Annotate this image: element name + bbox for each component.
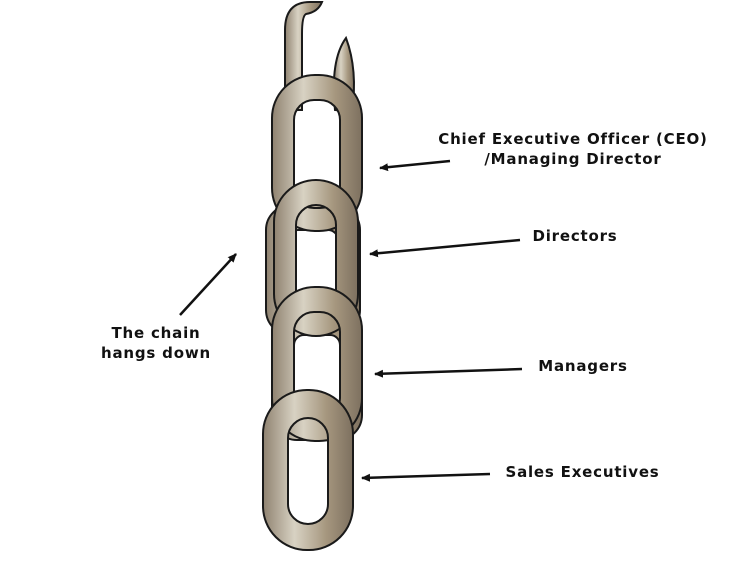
arrow-sales bbox=[361, 472, 491, 482]
arrow-managers bbox=[374, 367, 523, 378]
arrow-chain-hangs bbox=[179, 253, 237, 316]
label-directors: Directors bbox=[532, 227, 618, 245]
label-managers: Managers bbox=[538, 357, 628, 375]
label-chain-hangs: The chain hangs down bbox=[86, 323, 226, 363]
arrow-directors bbox=[369, 238, 521, 258]
label-chain-line1: The chain bbox=[111, 324, 201, 342]
label-ceo: Chief Executive Officer (CEO) /Managing … bbox=[420, 129, 726, 169]
label-chain-line2: hangs down bbox=[101, 344, 211, 362]
label-ceo-line2: /Managing Director bbox=[484, 150, 662, 168]
arrow-ceo bbox=[379, 159, 451, 172]
label-ceo-line1: Chief Executive Officer (CEO) bbox=[438, 130, 708, 148]
chain-link-sales bbox=[262, 389, 354, 551]
label-sales-executives: Sales Executives bbox=[505, 463, 660, 481]
